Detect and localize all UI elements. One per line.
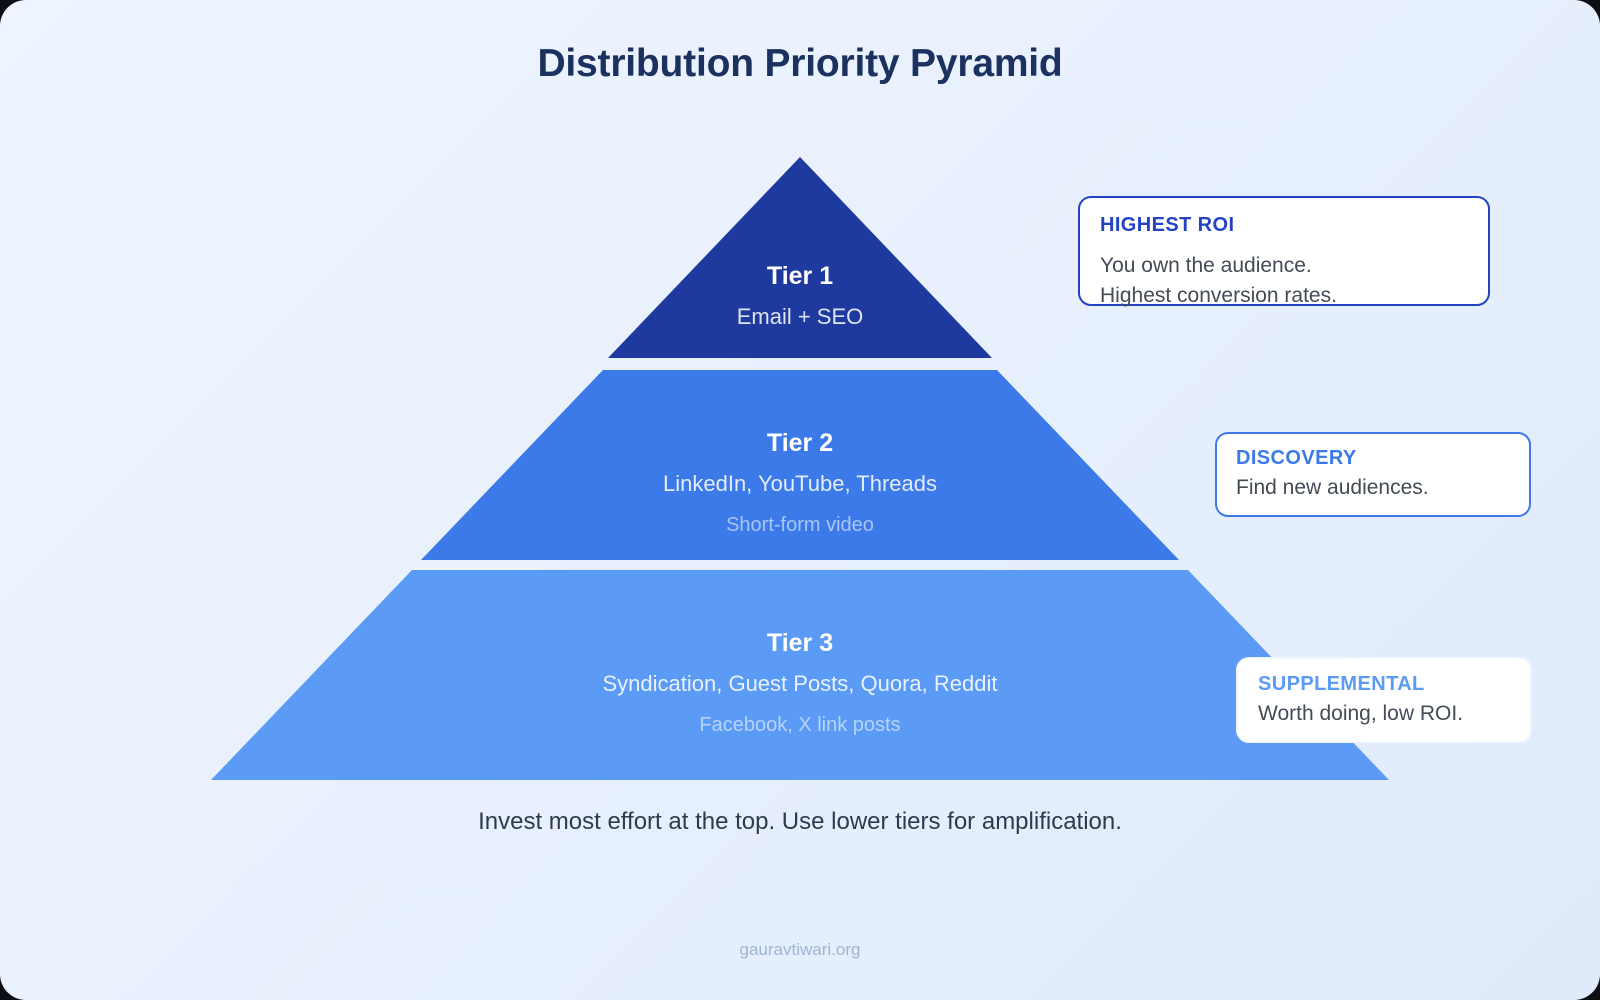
callout-highest-roi: HIGHEST ROI You own the audience. Highes… (1078, 196, 1490, 307)
callout-discovery: DISCOVERY Find new audiences. (1215, 432, 1531, 517)
callout-highest-roi-label: HIGHEST ROI (1100, 214, 1235, 236)
callout-discovery-label: DISCOVERY (1236, 447, 1357, 469)
callout-supplemental: SUPPLEMENTAL Worth doing, low ROI. (1236, 657, 1532, 743)
page-title: Distribution Priority Pyramid (537, 42, 1063, 85)
callout-highest-roi-body: You own the audience. Highest conversion… (1100, 254, 1337, 307)
callout-discovery-body: Find new audiences. (1236, 476, 1429, 499)
footer-attribution: gauravtiwari.org (739, 940, 861, 959)
pyramid-tier-1-shape (608, 157, 992, 358)
diagram-caption: Invest most effort at the top. Use lower… (478, 808, 1122, 835)
tier-3-name: Tier 3 (766, 629, 834, 657)
pyramid-tier-2-shape (421, 370, 1179, 560)
callout-supplemental-body: Worth doing, low ROI. (1258, 702, 1464, 725)
pyramid-tier-3-shape (211, 570, 1389, 780)
callout-supplemental-label: SUPPLEMENTAL (1258, 673, 1425, 695)
